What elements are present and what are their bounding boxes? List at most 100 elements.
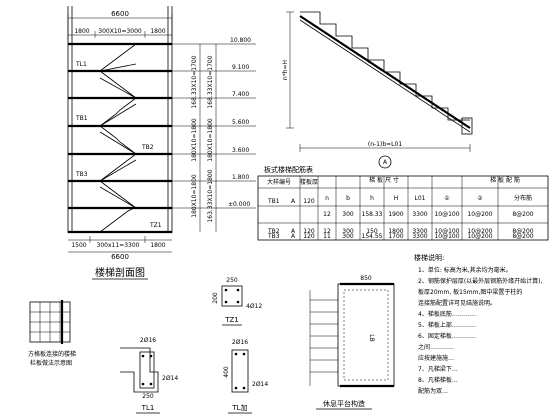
th-L01: L01	[415, 195, 426, 202]
th-dist: 分布筋	[514, 194, 532, 202]
corner-label: 方格板连接的楼梯	[28, 350, 76, 358]
section-top-width: 6600	[111, 10, 129, 18]
tz1-label: TZ1	[224, 316, 239, 324]
tl1-dim-top: 2Ø16	[140, 337, 156, 344]
table-cell-n: 12	[323, 211, 331, 218]
detail-callout: A	[383, 159, 388, 166]
tz1-dim-top: 250	[226, 277, 238, 284]
level-7400: 7.400	[232, 91, 249, 98]
tl2-dim-top: 2Ø16	[232, 339, 248, 346]
level-5600: 5.600	[232, 119, 249, 126]
tl1-label: TL1	[141, 404, 155, 412]
right-dim-2: 168.33X10=1700	[207, 55, 214, 108]
right-dim-4: 180X10=1800	[207, 118, 214, 162]
tz1-dim-left: 200	[212, 292, 219, 304]
right-dim-1: 168.33X10=1700	[191, 55, 198, 108]
table-cell-L01: 3300	[412, 228, 427, 235]
note-line: 配筋为双…	[418, 387, 448, 395]
table-cell-dist: 8@200	[512, 233, 533, 240]
level-9100: 9.100	[232, 64, 249, 71]
label-tb2: TB2	[141, 144, 154, 151]
corner-label-2: 栏板做法示意图	[30, 359, 72, 367]
floor-slabs	[68, 42, 172, 234]
section-top-dim-2: 300X10=3000	[98, 28, 142, 35]
th-H: H	[394, 195, 399, 202]
landing-detail: 850 LB 休息平台构造	[309, 275, 395, 410]
svg-text:A: A	[291, 198, 296, 205]
landing-dim-top: 850	[360, 275, 372, 282]
table-cell-t: 120	[303, 233, 315, 240]
level-10800: 10.800	[230, 37, 251, 44]
section-bottom-width: 6600	[111, 253, 129, 261]
label-tz1: TZ1	[149, 222, 162, 229]
section-title: 楼梯剖面图	[95, 266, 145, 279]
th-size: 梯 板 尺 寸	[369, 176, 399, 184]
table-cell-b: 300	[342, 233, 354, 240]
table-cell-mark: A	[291, 233, 296, 240]
label-tl1: TL1	[75, 61, 87, 68]
table-cell-dist: 8@200	[512, 228, 533, 235]
th-b: b	[346, 195, 350, 202]
th-rebar: 梯 板 配 筋	[490, 176, 520, 184]
table-cell-h: 150	[366, 228, 378, 235]
note-line: 2、钢筋保护层厚(以最外层钢筋外缘开始计算),	[418, 277, 542, 285]
svg-text:TB1: TB1	[267, 198, 280, 205]
table-cell-r2: 10@200	[467, 233, 492, 240]
level-0000: ±0.000	[228, 201, 250, 208]
table-cell-b: 300	[342, 228, 354, 235]
section-bottom-dim-3: 1800	[150, 242, 165, 249]
notes-title: 楼梯说明:	[414, 253, 444, 262]
table-cell-r2: 10@200	[467, 228, 492, 235]
stair-detail: n*h=H (n-1)b=L01 A	[282, 11, 473, 169]
table-cell-n: 12	[323, 228, 331, 235]
svg-text:120: 120	[303, 198, 315, 205]
th-r2: ②	[477, 195, 483, 202]
table-row: TB1 A 120	[267, 198, 315, 205]
detail-bottom-dim: (n-1)b=L01	[368, 141, 402, 148]
label-tb1: TB1	[75, 115, 88, 122]
table-cell-h: 154.55	[362, 233, 383, 240]
th-r1: ①	[444, 195, 449, 202]
level-3600: 3.600	[232, 147, 249, 154]
tz1-dim-rebar: 4Ø12	[246, 303, 262, 310]
note-line: 应按建施施…	[418, 354, 454, 362]
section-top-dim-1: 1800	[74, 28, 89, 35]
elevation-markers: 10.800 9.100 7.400 5.600 3.600 1.800 ±0.…	[172, 37, 256, 209]
table-cell-r1: 10@100	[434, 211, 459, 218]
stair-flights	[99, 43, 137, 233]
table-cell-id: TB2	[267, 228, 280, 235]
table-cell-n: 11	[323, 233, 331, 240]
tl2-dim-height: 400	[223, 366, 230, 378]
label-tb3: TB3	[75, 171, 88, 178]
tl2-detail: 2Ø16 2Ø14 400 TL加	[223, 339, 268, 414]
note-line: 6、固定梯板…………	[418, 332, 476, 340]
table-cell-H: 1800	[388, 228, 403, 235]
note-line: 板厚20mm, 板15mm,图中梁置于柱的	[418, 288, 522, 296]
right-dim-3: 180X10=1800	[191, 118, 198, 162]
stair-section: 6600 1800 300X10=3000 1800	[67, 6, 256, 280]
th-id: 大样编号	[267, 178, 291, 186]
tl2-dim-bottom: 2Ø14	[252, 381, 268, 388]
tl1-dim-width: 250	[142, 393, 154, 400]
note-line: 7、凡梯梁下…	[418, 365, 458, 373]
note-line: 8、凡梯梯板…	[418, 376, 458, 384]
section-top-dim-3: 1800	[150, 28, 165, 35]
section-bottom-dim-1: 1500	[71, 242, 86, 249]
table-cell-h: 158.33	[362, 211, 383, 218]
table-cell-r1: 10@100	[434, 228, 459, 235]
note-line: 5、梯板上部…………	[418, 321, 476, 329]
th-thick: 楼板厚	[300, 178, 318, 186]
corner-detail: 方格板连接的楼梯 栏板做法示意图	[28, 300, 76, 367]
detail-callout-circle	[378, 155, 392, 169]
detail-left-dim: n*h=H	[282, 60, 289, 80]
tl1-dim-bottom: 2Ø14	[162, 375, 178, 382]
tz1-detail: 250 200 4Ø12 TZ1	[212, 277, 262, 326]
right-dim-6: 163.33X10=1800	[207, 169, 214, 222]
table-cell-mark: A	[291, 228, 296, 235]
tl1-detail: 2Ø16 2Ø14 250 TL1	[120, 337, 178, 414]
table-cell-r2: 10@200	[467, 211, 492, 218]
table-cell-r1: 10@100	[434, 233, 459, 240]
table-cell-H: 1700	[388, 233, 403, 240]
